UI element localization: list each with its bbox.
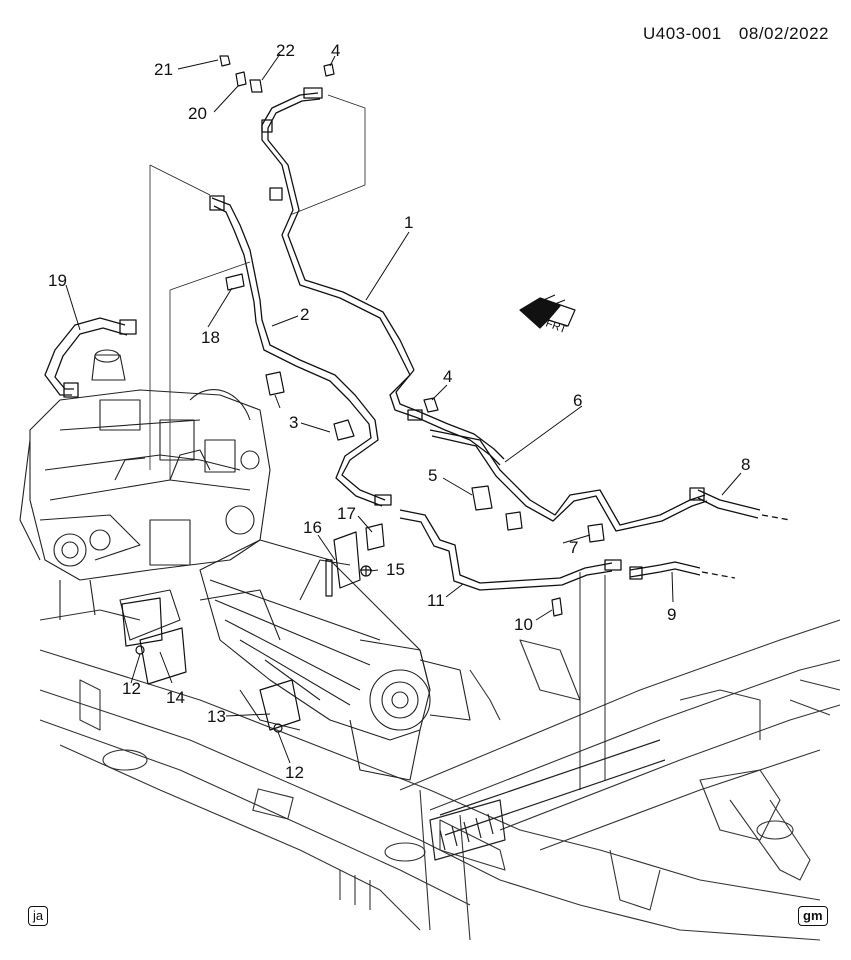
pipe-6 xyxy=(429,429,708,532)
callout-7: 7 xyxy=(569,538,578,557)
callout-12-bottom: 12 xyxy=(285,763,304,782)
callout-6: 6 xyxy=(573,391,582,410)
pipe-2 xyxy=(209,195,392,507)
callout-5: 5 xyxy=(428,466,437,485)
callout-11: 11 xyxy=(427,591,445,610)
callout-20: 20 xyxy=(188,104,207,123)
callout-14: 14 xyxy=(166,688,185,707)
pipe-8 xyxy=(689,487,791,521)
callout-16: 16 xyxy=(303,518,322,537)
callout-leaders xyxy=(65,53,742,764)
callout-8: 8 xyxy=(741,455,750,474)
callout-4-mid: 4 xyxy=(443,367,452,386)
driveshaft xyxy=(429,739,666,861)
callout-2: 2 xyxy=(300,305,309,324)
callout-13: 13 xyxy=(207,707,226,726)
diagram-date: 08/02/2022 xyxy=(738,24,829,43)
callout-21: 21 xyxy=(154,60,173,79)
callout-3: 3 xyxy=(289,413,298,432)
callout-12-left: 12 xyxy=(122,679,141,698)
diagram-code: U403-001 xyxy=(643,24,722,43)
callout-4-top: 4 xyxy=(331,41,340,60)
transmission xyxy=(199,539,471,781)
assembly-guide-lines xyxy=(149,94,366,480)
callout-18: 18 xyxy=(201,328,220,347)
callout-22: 22 xyxy=(276,41,295,60)
pipe-9 xyxy=(629,561,736,580)
diagram-header: U403-001 08/02/2022 xyxy=(631,24,829,44)
callout-10: 10 xyxy=(514,615,533,634)
callout-1: 1 xyxy=(404,213,413,232)
vehicle-frame xyxy=(39,609,841,941)
pipe-11 xyxy=(399,509,622,790)
callout-numbers: 1 2 3 4 4 5 6 7 8 9 10 11 12 12 13 14 15… xyxy=(48,41,750,782)
clips-and-fasteners xyxy=(121,55,605,733)
corner-tag-right: gm xyxy=(798,906,828,926)
corner-tag-left: ja xyxy=(28,906,49,926)
front-direction-arrow xyxy=(519,294,576,329)
callout-15: 15 xyxy=(386,560,405,579)
callout-9: 9 xyxy=(667,605,676,624)
frt-label: FRT xyxy=(544,318,568,337)
hose-19 xyxy=(44,317,137,398)
callout-17: 17 xyxy=(337,504,356,523)
callout-19: 19 xyxy=(48,271,67,290)
pipe-1 xyxy=(261,87,505,466)
